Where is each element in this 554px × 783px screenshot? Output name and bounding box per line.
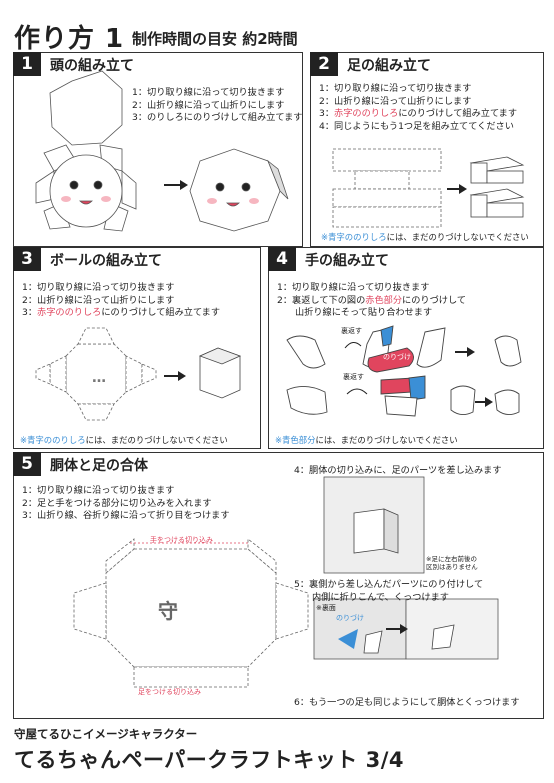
step-3: 3：山折り線、谷折り線に沿って折り目をつけます [22,510,230,522]
step-3: 3：赤字ののりしろにのりづけして組み立てます [319,108,518,120]
step-1: 1：切り取り線に沿って切り抜きます [22,282,175,293]
step-number: 1 [13,52,41,76]
note: ※青色部分には、まだのりづけしないでください [275,435,458,445]
step-1: 1：切り取り線に沿って切り抜きます [22,485,175,496]
panel-ball-assembly: 3 ボールの組み立て 1：切り取り線に沿って切り抜きます 2：山折り線に沿って山… [13,247,261,449]
page-title: 作り方 1 [14,24,125,54]
hand-slit-label: 手をつける切り込み [150,536,213,544]
step-6: 6：もう一つの足も同じようにして胴体とくっつけます [294,697,520,708]
step-2: 2：足と手をつける部分に切り込みを入れます [22,497,212,509]
foot-slit-label: 足をつける切り込み [138,688,201,696]
step-2-cont: 山折り線にそって貼り合わせます [295,307,433,319]
glue-label: のりづけ [383,353,411,361]
body-diagram: 守 [73,476,499,688]
panel-body-and-feet: 5 胴体と足の合体 1：切り取り線に沿って切り抜きます 2：足と手をつける部分に… [13,452,544,719]
svg-text:守: 守 [158,599,178,623]
step-number: 2 [310,52,338,76]
step-list: 1：切り取り線に沿って切り抜きます 2：山折り線に沿って山折りにします 3：赤字… [22,282,220,320]
note: ※青字ののりしろには、まだのりづけしないでください [20,435,228,445]
step-5: 5：裏側から差し込んだパーツにのり付けして 内側に折りこんで、くっつけます [294,579,484,603]
footer-subtitle: 守屋てるひこイメージキャラクター [14,727,198,741]
step-number: 4 [268,247,296,271]
note: ※青字ののりしろには、まだのりづけしないでください [321,232,529,242]
step-list: 1：切り取り線に沿って切り抜きます 2：裏返して下の図の赤色部分にのりづけして … [277,282,466,320]
left-right-note: ※足に左右前後の区別はありません [426,555,478,571]
glue-label: のりづけ [336,614,364,622]
step-number: 5 [13,452,41,476]
back-side-label: ※裏面 [316,604,336,612]
step-list: 1：切り取り線に沿って切り抜きます 2：山折り線に沿って山折りにします 3：のり… [132,87,302,125]
step-number: 3 [13,247,41,271]
panel-foot-assembly: 2 足の組み立て 1：切り取り線に沿って切り抜きます 2：山折り線に沿って山折り… [310,52,544,247]
step-1: 1：切り取り線に沿って切り抜きます [132,87,285,98]
step-3: 3：赤字ののりしろにのりづけして組み立てます [22,307,221,319]
flip-label-2: 裏返す [343,373,364,381]
panel-title: 足の組み立て [347,58,431,74]
panel-hand-assembly: 4 手の組み立て 1：切り取り線に沿って切り抜きます 2：裏返して下の図の赤色部… [268,247,544,449]
panel-head-assembly: 1 頭の組み立て 1：切り取り線に沿って切り抜きます 2：山折り線に沿って山折り… [13,52,303,247]
step-3: 3：のりしろにのりづけして組み立てます [132,112,303,124]
flip-label-1: 裏返す [341,327,362,335]
step-2: 2：裏返して下の図の赤色部分にのりづけして [277,294,467,306]
svg-text:…: … [92,370,106,386]
step-2: 2：山折り線に沿って山折りにします [132,99,285,111]
step-4: 4：胴体の切り込みに、足のパーツを差し込みます [294,465,502,476]
footer-title: てるちゃんペーパークラフトキット 3/4 [14,748,404,772]
step-list: 1：切り取り線に沿って切り抜きます 2：足と手をつける部分に切り込みを入れます … [22,485,230,523]
step-2: 2：山折り線に沿って山折りにします [319,95,472,107]
foot-diagram [332,148,525,228]
head-diagram [35,70,289,232]
step-1: 1：切り取り線に沿って切り抜きます [319,83,472,94]
step-list: 1：切り取り線に沿って切り抜きます 2：山折り線に沿って山折りにします 3：赤字… [319,83,517,133]
step-4: 4：同じようにもう1つ足を組み立ててください [319,120,514,132]
step-2: 2：山折り線に沿って山折りにします [22,294,175,306]
ball-diagram: … [35,327,242,421]
panel-title: ボールの組み立て [50,253,162,269]
hand-diagram [286,325,522,417]
panel-title: 胴体と足の合体 [50,458,148,474]
panel-title: 手の組み立て [305,253,389,269]
step-1: 1：切り取り線に沿って切り抜きます [277,282,430,293]
page-subtitle: 制作時間の目安 約2時間 [132,30,298,48]
panel-title: 頭の組み立て [50,58,134,74]
